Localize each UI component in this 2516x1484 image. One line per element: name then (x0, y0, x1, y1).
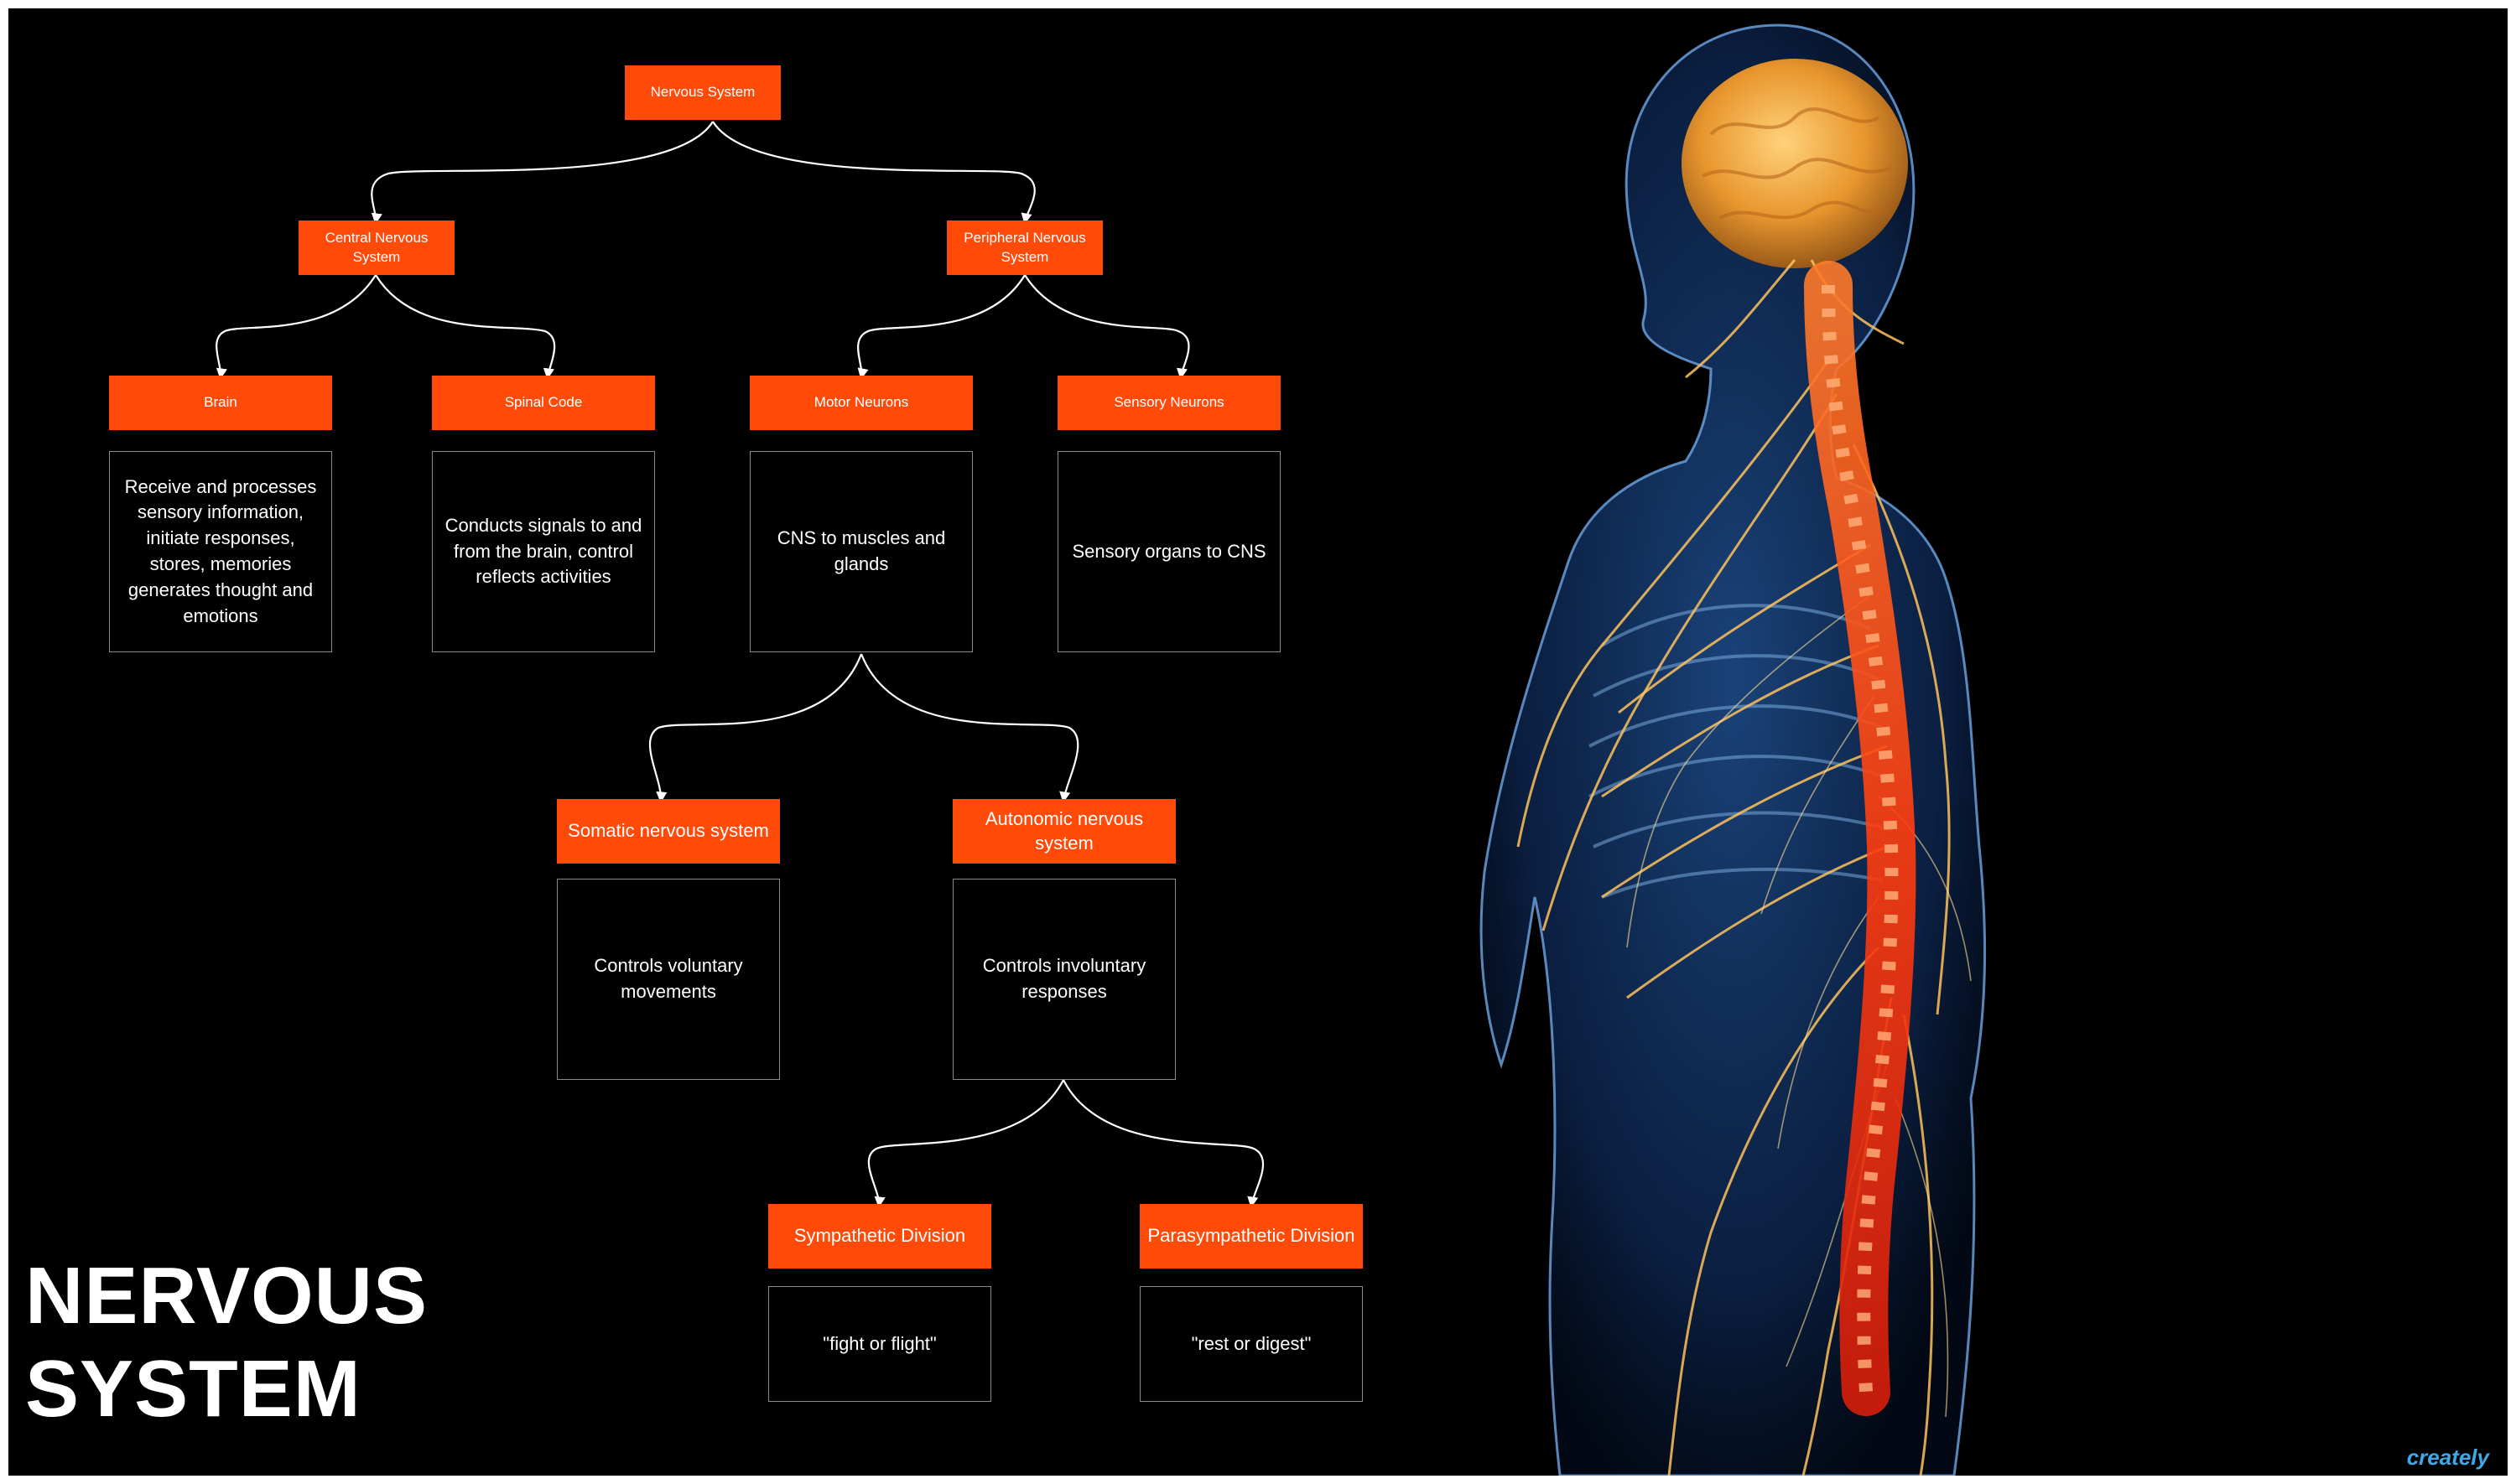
desc-sympathetic: "fight or flight" (768, 1286, 991, 1402)
node-somatic-nervous-system[interactable]: Somatic nervous system (557, 799, 780, 864)
node-spinal-code[interactable]: Spinal Code (432, 376, 655, 430)
page-title: NERVOUS SYSTEM (25, 1249, 428, 1436)
node-peripheral-nervous-system[interactable]: Peripheral Nervous System (947, 221, 1103, 275)
node-autonomic-nervous-system[interactable]: Autonomic nervous system (953, 799, 1176, 864)
node-nervous-system[interactable]: Nervous System (625, 65, 781, 120)
node-brain[interactable]: Brain (109, 376, 332, 430)
connector-cns-brain (216, 274, 377, 380)
connector-autonomic-sympathetic (867, 1079, 1064, 1208)
desc-spinal-code: Conducts signals to and from the brain, … (432, 451, 655, 652)
connector-root-pns (712, 121, 1036, 225)
node-central-nervous-system[interactable]: Central Nervous System (299, 221, 455, 275)
creately-logo[interactable]: creately (2406, 1445, 2489, 1470)
title-line-1: NERVOUS (25, 1251, 429, 1341)
node-parasympathetic-division[interactable]: Parasympathetic Division (1140, 1204, 1363, 1269)
connector-autonomic-parasympathetic (1063, 1079, 1265, 1208)
diagram-canvas: Nervous System Central Nervous System Pe… (8, 8, 2508, 1476)
connector-layer (216, 121, 1265, 1208)
connector-motor-autonomic (860, 653, 1079, 803)
title-line-2: SYSTEM (25, 1344, 361, 1435)
node-sensory-neurons[interactable]: Sensory Neurons (1058, 376, 1281, 430)
connector-pns-motor (857, 274, 1026, 380)
connector-motor-somatic (648, 653, 863, 803)
connector-pns-sensory (1024, 274, 1190, 380)
node-sympathetic-division[interactable]: Sympathetic Division (768, 1204, 991, 1269)
connector-root-cns (371, 121, 714, 225)
desc-brain: Receive and processes sensory informatio… (109, 451, 332, 652)
desc-parasympathetic: "rest or digest" (1140, 1286, 1363, 1402)
connector-cns-spinal (375, 274, 556, 380)
desc-motor-neurons: CNS to muscles and glands (750, 451, 973, 652)
desc-somatic: Controls voluntary movements (557, 879, 780, 1080)
desc-sensory-neurons: Sensory organs to CNS (1058, 451, 1281, 652)
node-motor-neurons[interactable]: Motor Neurons (750, 376, 973, 430)
nervous-system-anatomy-illustration (1479, 23, 1987, 1476)
desc-autonomic: Controls involuntary responses (953, 879, 1176, 1080)
